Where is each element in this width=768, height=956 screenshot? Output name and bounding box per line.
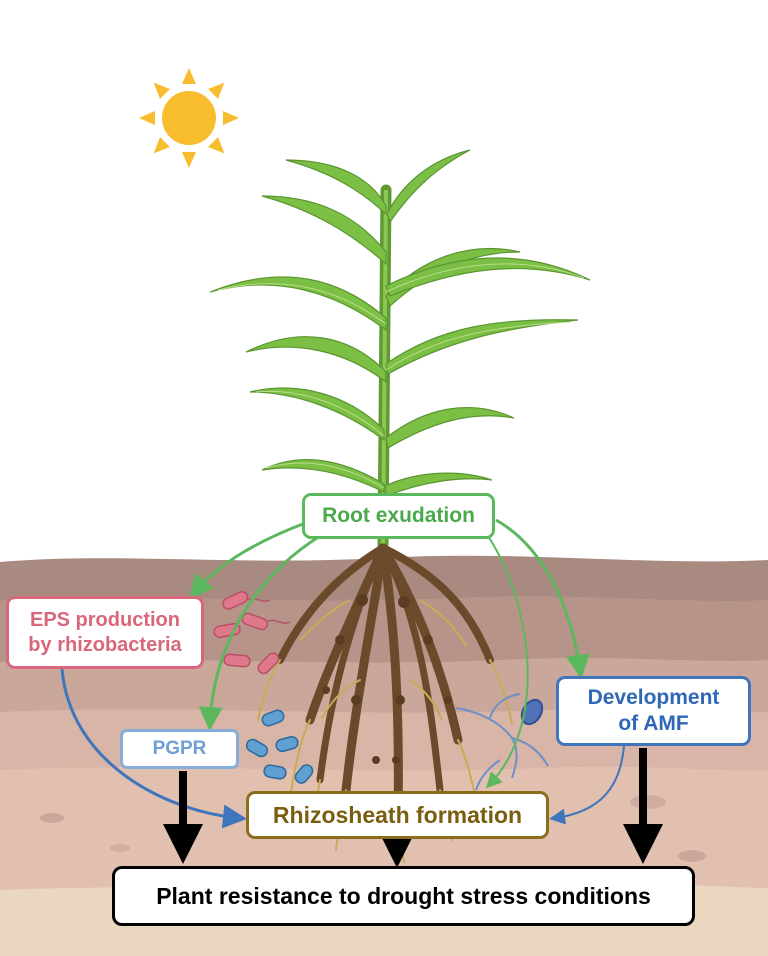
pgpr-label: PGPR (152, 738, 207, 760)
amf-label-line1: Development (587, 685, 720, 709)
blue-arrows (60, 668, 625, 829)
root-exudation-label: Root exudation (322, 503, 475, 527)
sun-icon (139, 68, 239, 168)
black-arrows (163, 748, 663, 868)
drought-resistance-label: Plant resistance to drought stress condi… (156, 882, 651, 909)
amf-label-line2: of AMF (618, 712, 689, 735)
amf-development-box: Development of AMF (556, 676, 751, 746)
maize-plant-icon (209, 149, 591, 551)
drought-resistance-box: Plant resistance to drought stress condi… (112, 866, 695, 926)
root-system-icon (257, 543, 513, 863)
rhizobacteria-icon (213, 591, 291, 675)
eps-production-box: EPS production by rhizobacteria (6, 596, 204, 669)
eps-label-line2: by rhizobacteria (28, 633, 182, 656)
rhizosheath-label: Rhizosheath formation (272, 801, 523, 828)
pgpr-bacteria-icon (245, 709, 314, 784)
pgpr-box: PGPR (120, 729, 239, 769)
rhizosheath-formation-box: Rhizosheath formation (246, 791, 549, 839)
eps-label-line1: EPS production (29, 608, 180, 631)
root-exudation-arrows (189, 518, 590, 789)
root-exudation-box: Root exudation (302, 493, 495, 539)
